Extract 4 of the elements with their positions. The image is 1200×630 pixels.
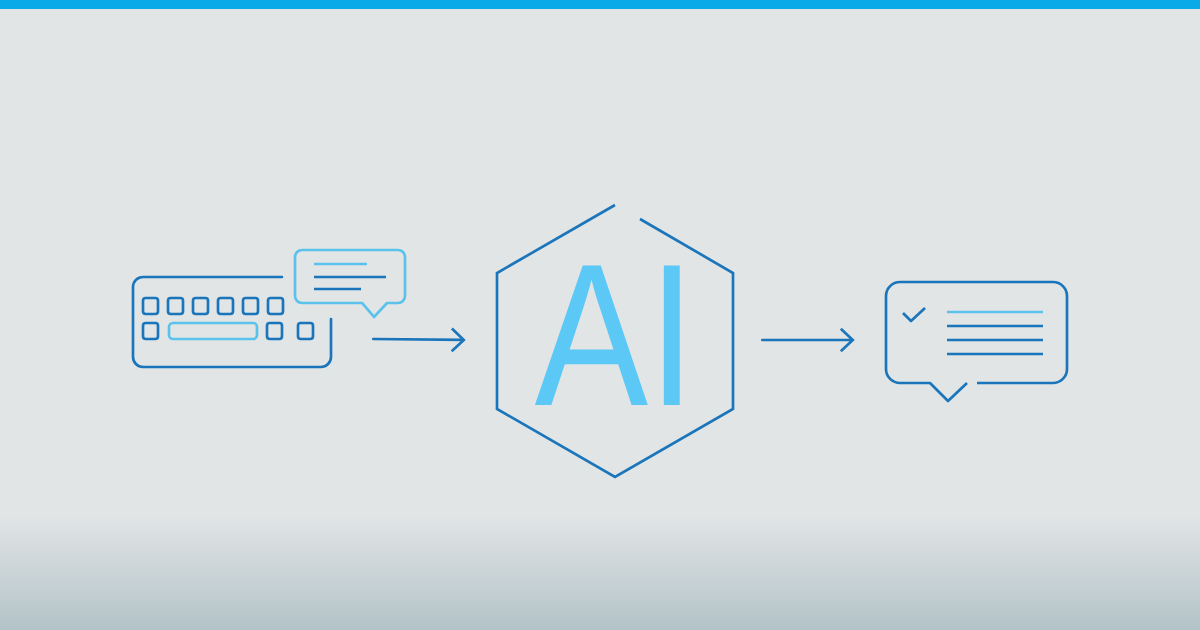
checklist-speech-bubble	[884, 280, 1069, 403]
arrow	[371, 327, 466, 353]
arrow	[760, 327, 855, 353]
keyboard-and-speech-bubble	[131, 248, 407, 369]
